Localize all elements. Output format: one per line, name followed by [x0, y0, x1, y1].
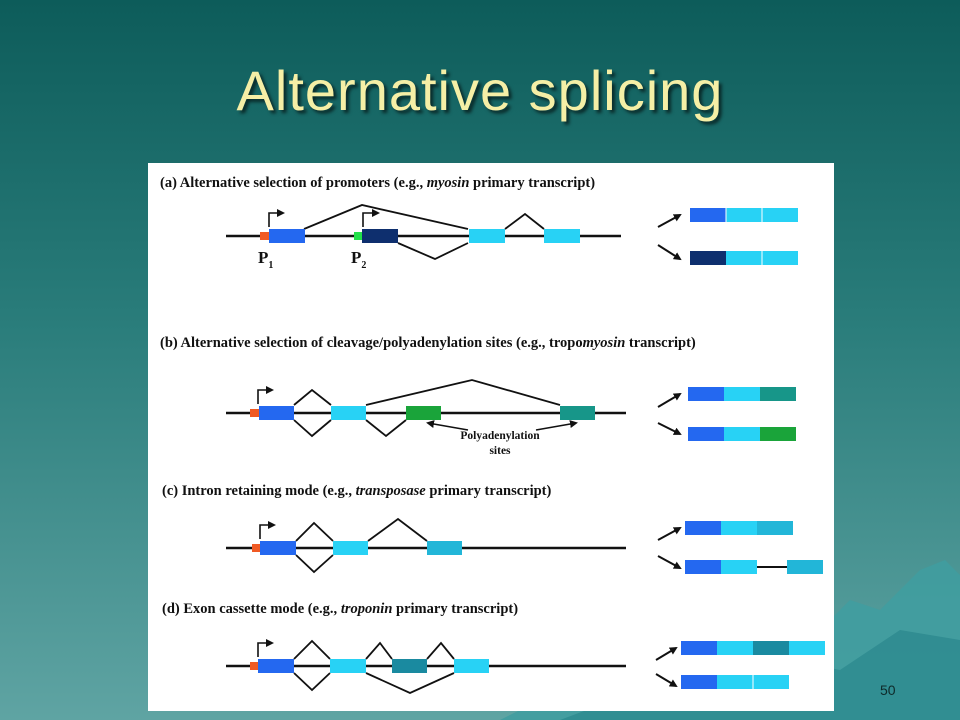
- caption-a: (a) Alternative selection of promoters (…: [160, 175, 595, 191]
- poly-label-1: Polyadenylation: [460, 430, 540, 442]
- gene-d: [226, 639, 626, 694]
- exon: [362, 229, 398, 243]
- exon: [392, 659, 427, 673]
- exon: [333, 541, 368, 555]
- promoter-marker: [250, 409, 259, 417]
- exon: [427, 541, 462, 555]
- mrna-c-2: [685, 560, 823, 574]
- diagram-panel: (a) Alternative selection of promoters (…: [148, 163, 834, 711]
- exon: [330, 659, 366, 673]
- mrna-b-2: [688, 427, 796, 441]
- exon: [259, 406, 294, 420]
- gene-b: Polyadenylation sites: [226, 379, 626, 457]
- exon: [269, 229, 305, 243]
- mrna-d-2: [681, 675, 789, 689]
- mrna-d-1: [681, 641, 825, 655]
- arrows-c: [657, 527, 682, 569]
- exon: [560, 406, 595, 420]
- page-number: 50: [880, 682, 896, 698]
- caption-b: (b) Alternative selection of cleavage/po…: [160, 335, 696, 351]
- promoter-marker: [250, 662, 259, 670]
- splicing-diagram: (a) Alternative selection of promoters (…: [160, 175, 825, 694]
- mrna-c-1: [685, 521, 793, 535]
- mrna-b-1: [688, 387, 796, 401]
- gene-a: P1 P2: [226, 204, 621, 271]
- exon: [260, 541, 296, 555]
- slide-title: Alternative splicing: [236, 59, 724, 122]
- promoter-marker: [252, 544, 261, 552]
- label-p1: P1: [258, 248, 273, 271]
- label-p2: P2: [351, 248, 366, 271]
- promoter-p2-marker: [354, 232, 363, 240]
- exon: [544, 229, 580, 243]
- gene-c: [226, 517, 626, 574]
- mrna-a-2: [690, 251, 798, 265]
- poly-label-2: sites: [489, 445, 511, 457]
- exon: [331, 406, 366, 420]
- caption-d: (d) Exon cassette mode (e.g., troponin p…: [162, 601, 518, 617]
- promoter-p1-marker: [260, 232, 269, 240]
- caption-c: (c) Intron retaining mode (e.g., transpo…: [162, 483, 552, 499]
- mrna-a-1: [690, 208, 798, 222]
- arrows-b: [657, 392, 682, 435]
- arrows-d: [655, 646, 678, 688]
- exon: [454, 659, 489, 673]
- arrows-a: [657, 214, 682, 261]
- exon: [406, 406, 441, 420]
- exon: [469, 229, 505, 243]
- exon: [258, 659, 294, 673]
